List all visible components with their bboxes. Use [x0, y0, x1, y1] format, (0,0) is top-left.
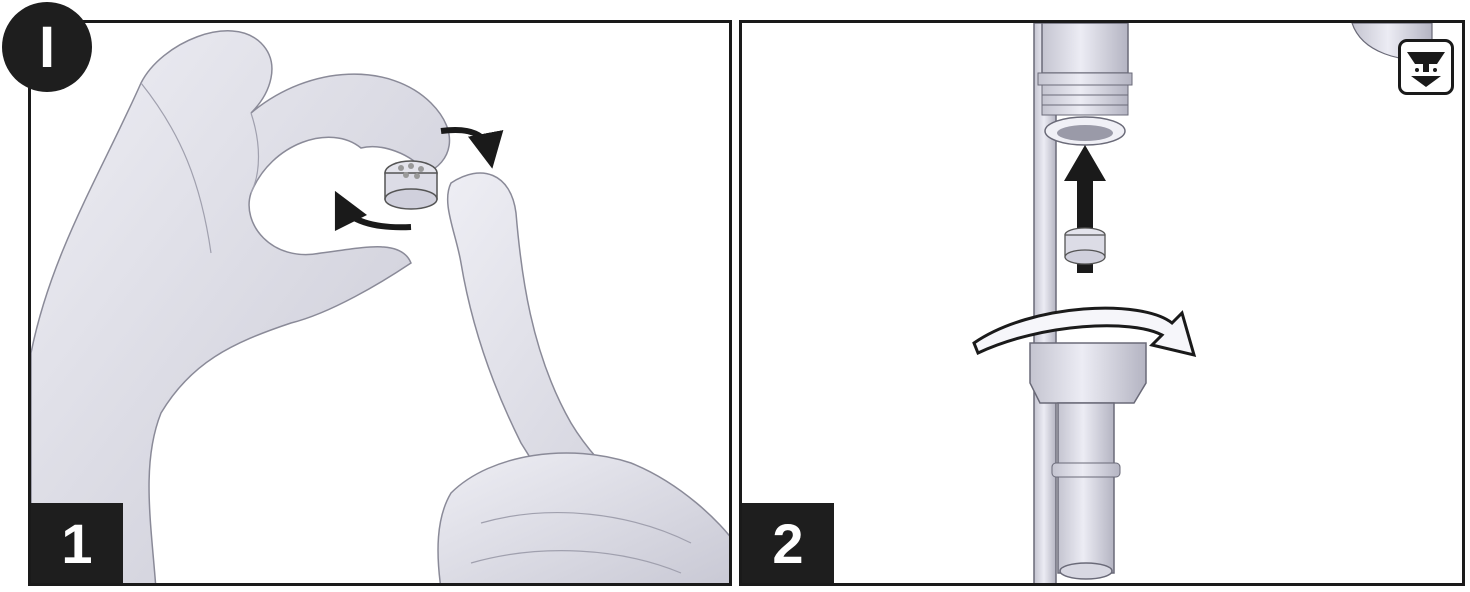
step-1-number-label: 1 — [31, 503, 123, 583]
step-1-illustration — [31, 23, 732, 586]
filter-screen-part — [1065, 228, 1105, 264]
upper-spout-thread — [1038, 73, 1132, 145]
dispense-down-icon — [1398, 39, 1454, 95]
section-badge: I — [2, 2, 92, 92]
rotate-arrow-icon — [343, 207, 411, 227]
step-1-panel: 1 — [28, 20, 732, 586]
step-2-number-label: 2 — [742, 503, 834, 583]
upper-spout — [1042, 23, 1128, 73]
right-hand — [438, 453, 732, 586]
filter-screen-part — [385, 161, 437, 209]
step-2-illustration — [742, 23, 1465, 586]
step-2-panel: 2 — [739, 20, 1465, 586]
section-badge-label: I — [39, 14, 55, 81]
